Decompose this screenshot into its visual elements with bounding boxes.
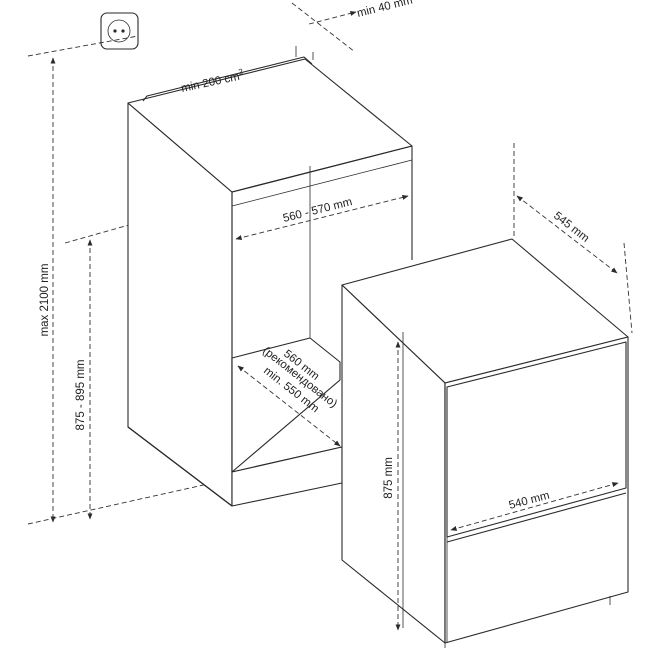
vent-gap-label: min 40 mm — [356, 0, 414, 20]
niche-width-dimension: 560 - 570 mm — [235, 194, 409, 241]
max-height-label: max 2100 mm — [39, 264, 51, 337]
niche-width-label: 560 - 570 mm — [282, 196, 354, 225]
max-height-dimension: max 2100 mm — [27, 35, 236, 525]
appliance-height-label: 875 mm — [383, 457, 395, 499]
vent-gap-dimension: min 40 mm — [291, 0, 414, 53]
niche-height-label: 875 - 895 mm — [75, 360, 87, 431]
vent-area-superscript: 2 — [238, 67, 245, 77]
appliance — [341, 238, 629, 648]
power-socket-icon — [100, 12, 139, 50]
appliance-height-dimension: 875 mm — [383, 341, 401, 631]
